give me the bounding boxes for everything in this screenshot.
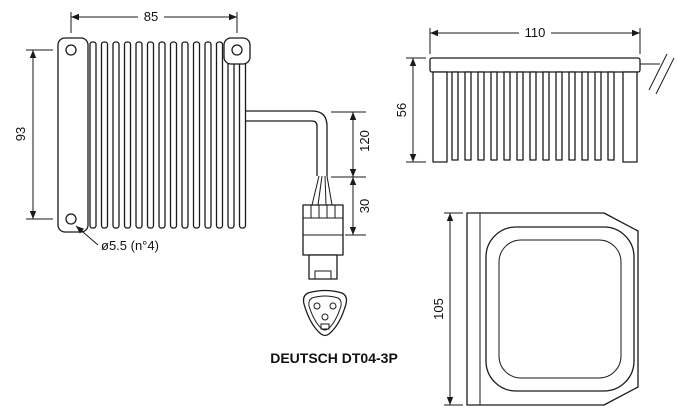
connector-face-outer — [302, 289, 348, 337]
break-slash — [655, 57, 675, 95]
cable-outer-edge — [246, 110, 328, 176]
fin — [146, 41, 155, 229]
tooth — [477, 71, 485, 161]
connector-latch — [314, 270, 332, 280]
wire-break-symbol — [640, 53, 675, 95]
fin — [158, 41, 166, 229]
connector-key-slot — [320, 323, 330, 330]
fin — [215, 41, 224, 229]
tooth — [607, 71, 615, 161]
dimension-end-height: 105 — [431, 212, 463, 406]
tooth — [542, 71, 550, 161]
mounting-plate — [57, 37, 89, 233]
wire — [311, 175, 320, 206]
dimension-front-height: 93 — [13, 49, 53, 220]
dimension-cable-length: 120 — [331, 111, 372, 178]
end-view — [466, 212, 639, 406]
cable-length-value: 120 — [357, 130, 372, 152]
tooth — [594, 71, 602, 161]
fin — [169, 41, 178, 229]
break-slash — [648, 53, 668, 91]
side-fins — [451, 71, 615, 161]
pin-1 — [313, 302, 321, 310]
pin-3 — [321, 313, 329, 321]
dimension-connector-length: 30 — [345, 177, 372, 236]
connector-label: DEUTSCH DT04-3P — [270, 350, 398, 366]
tooth — [568, 71, 576, 161]
shell-inner — [498, 239, 622, 379]
front-height-value: 93 — [13, 127, 28, 141]
connector-face-symbol — [302, 289, 348, 337]
shell-outer — [485, 226, 635, 392]
connector-housing — [302, 204, 344, 256]
end-view-outline — [466, 212, 639, 406]
hole-callout: ø5.5 (n°4) — [75, 225, 159, 253]
dimension-side-height: 56 — [394, 57, 426, 163]
wire — [317, 175, 323, 206]
fin — [238, 41, 247, 229]
mounting-hole-bottom-left — [65, 213, 77, 225]
mounting-hole-top-left — [65, 44, 77, 56]
dimension-side-width: 110 — [429, 25, 641, 54]
connector-length-value: 30 — [357, 199, 372, 213]
dimension-text-pad — [138, 9, 164, 25]
tooth — [451, 71, 459, 161]
side-view — [429, 53, 675, 163]
end-height-value: 105 — [431, 298, 446, 320]
cable — [246, 110, 333, 206]
connector-body — [302, 204, 344, 280]
tooth — [581, 71, 589, 161]
fin — [123, 41, 132, 229]
tooth — [555, 71, 563, 161]
fin — [112, 41, 120, 229]
fin — [192, 41, 201, 229]
hole-callout-text: ø5.5 (n°4) — [101, 238, 159, 253]
tooth — [529, 71, 537, 161]
heatsink-fins — [89, 41, 247, 229]
fin — [100, 41, 109, 229]
fin — [181, 41, 189, 229]
end-cheek-right — [622, 71, 638, 163]
fin — [204, 41, 212, 229]
pin-2 — [329, 302, 337, 310]
front-width-value: 85 — [144, 9, 158, 24]
cable-inner-edge — [246, 120, 318, 176]
fin — [135, 41, 143, 229]
wire — [326, 175, 333, 206]
connector-nose — [308, 254, 338, 280]
side-width-value: 110 — [525, 25, 546, 40]
base-plate — [429, 57, 641, 73]
cable-wires — [311, 175, 333, 206]
front-view — [57, 37, 251, 233]
leader-line — [75, 225, 99, 246]
side-height-value: 56 — [394, 103, 409, 117]
tooth — [516, 71, 524, 161]
tooth — [503, 71, 511, 161]
tooth — [490, 71, 498, 161]
tooth — [464, 71, 472, 161]
mounting-hole-top-right — [231, 44, 243, 56]
wire — [324, 175, 327, 206]
fin — [227, 41, 235, 229]
dimension-front-width: 85 — [70, 9, 238, 33]
dimension-text-pad — [519, 25, 551, 41]
end-cheek-left — [432, 71, 448, 163]
fin — [89, 41, 97, 229]
